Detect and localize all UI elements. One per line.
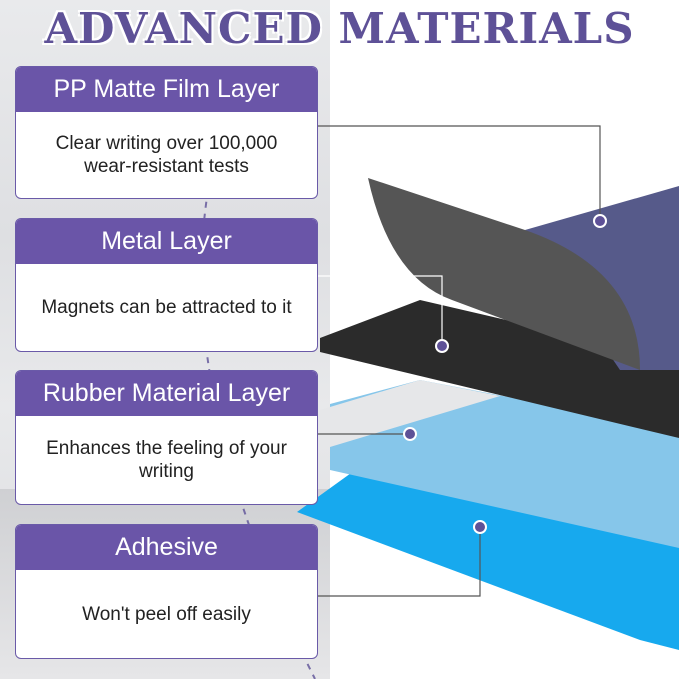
layer-heading: Metal Layer xyxy=(16,219,317,264)
layer-heading: Rubber Material Layer xyxy=(16,371,317,416)
layer-heading: PP Matte Film Layer xyxy=(16,67,317,112)
marker-metal xyxy=(435,339,449,353)
rubber-layer-highlight xyxy=(320,380,500,450)
metal-layer-sheet xyxy=(320,300,679,438)
marker-rubber xyxy=(403,427,417,441)
layer-heading: Adhesive xyxy=(16,525,317,570)
layer-card-adhesive: Adhesive Won't peel off easily xyxy=(15,524,318,659)
layer-card-pp-film: PP Matte Film Layer Clear writing over 1… xyxy=(15,66,318,199)
connector-metal xyxy=(318,275,443,346)
layer-description: Clear writing over 100,000 wear-resistan… xyxy=(55,133,278,177)
marker-pp-film xyxy=(593,214,607,228)
connector-pp-film xyxy=(318,125,601,220)
peeled-black-sheet xyxy=(368,178,640,370)
layer-description: Enhances the feeling of your writing xyxy=(46,438,287,482)
connector-adhesive xyxy=(318,528,481,597)
layer-card-metal: Metal Layer Magnets can be attracted to … xyxy=(15,218,318,352)
page-title: ADVANCED MATERIALS xyxy=(44,4,635,53)
marker-adhesive xyxy=(473,520,487,534)
layer-card-rubber: Rubber Material Layer Enhances the feeli… xyxy=(15,370,318,505)
rubber-layer-sheet xyxy=(330,380,679,548)
layer-description: Magnets can be attracted to it xyxy=(41,297,292,318)
layer-description: Won't peel off easily xyxy=(82,603,251,625)
